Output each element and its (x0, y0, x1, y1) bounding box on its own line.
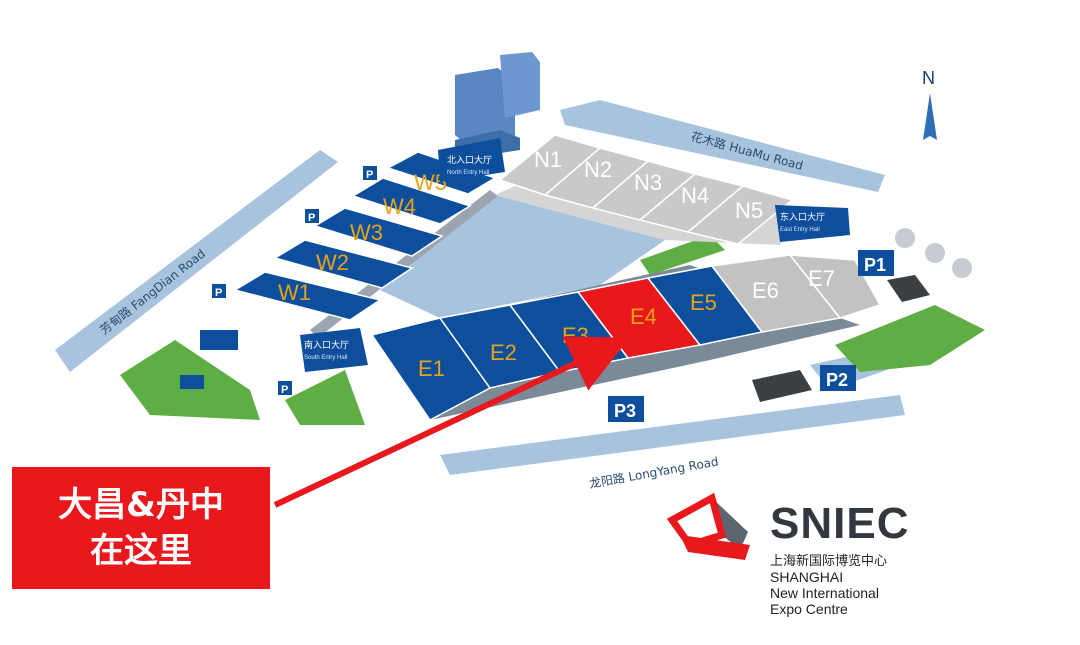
svg-text:P2: P2 (826, 370, 848, 390)
callout-line2: 在这里 (90, 531, 192, 571)
hall-label-w1: W1 (278, 280, 311, 305)
hall-label-w3: W3 (350, 220, 383, 245)
green-northeast (640, 235, 725, 275)
parking-p-west-1: P (305, 209, 319, 224)
hall-label-e2: E2 (490, 340, 517, 365)
sniec-logo-icon (666, 492, 750, 560)
svg-text:东入口大厅: 东入口大厅 (780, 211, 825, 223)
svg-text:P: P (281, 384, 288, 396)
fangdian-road-label: 芳甸路 FangDian Road (97, 246, 208, 338)
parking-p2: P2 (820, 365, 856, 391)
hall-w2 (273, 239, 414, 289)
logo-chinese: 上海新国际博览中心 (770, 554, 888, 569)
hall-label-n3: N3 (634, 170, 662, 195)
svg-text:南入口大厅: 南入口大厅 (304, 339, 349, 351)
parking-p1: P1 (858, 250, 894, 276)
svg-text:P1: P1 (864, 255, 886, 275)
north-entry: 北入口大厅 North Entry Hall (438, 138, 505, 182)
svg-text:北入口大厅: 北入口大厅 (447, 154, 492, 166)
callout-line1: 大昌&丹中 (58, 485, 224, 525)
sniec-logo: SNIEC 上海新国际博览中心 SHANGHAI New Internation… (770, 499, 910, 618)
logo-english-line2: New International (770, 585, 879, 601)
central-plaza (380, 195, 665, 318)
logo-name: SNIEC (770, 499, 910, 548)
hall-w4 (351, 177, 472, 225)
hall-n5 (686, 185, 794, 245)
hall-label-w2: W2 (316, 250, 349, 275)
hall-label-n4: N4 (681, 183, 709, 208)
svg-text:N: N (922, 68, 935, 88)
hall-label-n5: N5 (735, 198, 763, 223)
hall-label-n2: N2 (584, 157, 612, 182)
north-compass: N (922, 68, 937, 140)
hall-label-n1: N1 (534, 147, 562, 172)
logo-english-line1: SHANGHAI (770, 569, 844, 585)
hall-label-w4: W4 (383, 194, 416, 219)
fangdian-road (55, 150, 338, 372)
hall-label-e3: E3 (562, 323, 589, 348)
parking-p-west-3: P (212, 284, 226, 299)
svg-text:P: P (308, 212, 315, 224)
parking-p-south: P (278, 381, 292, 396)
green-east (835, 305, 985, 372)
longyang-road-label: 龙阳路 LongYang Road (588, 453, 720, 491)
small-buildings (180, 228, 972, 402)
svg-text:North Entry Hall: North Entry Hall (447, 170, 489, 176)
longyang-road (440, 395, 905, 475)
hall-label-e5: E5 (690, 290, 717, 315)
svg-text:P: P (366, 169, 373, 181)
parking-p3: P3 (608, 396, 644, 422)
location-arrow (273, 336, 630, 508)
hall-label-e6: E6 (752, 278, 779, 303)
hall-label-e7: E7 (808, 266, 835, 291)
south-entry: 南入口大厅 South Entry Hall (300, 328, 368, 372)
parking-p-west-2: P (363, 166, 377, 181)
hall-w3 (313, 207, 444, 257)
green-south (285, 370, 365, 425)
hall-w1 (233, 271, 382, 321)
svg-text:P: P (215, 287, 222, 299)
east-entry: 东入口大厅 East Entry Hall (775, 205, 850, 242)
huamu-road (560, 100, 885, 192)
location-callout: 大昌&丹中 在这里 (12, 467, 270, 589)
hall-e7 (788, 254, 882, 319)
logo-english-line3: Expo Centre (770, 601, 848, 617)
hall-label-e4: E4 (630, 304, 657, 329)
svg-text:South Entry Hall: South Entry Hall (304, 355, 347, 361)
svg-text:East Entry Hall: East Entry Hall (780, 227, 820, 233)
svg-text:P3: P3 (614, 401, 636, 421)
hall-label-e1: E1 (418, 356, 445, 381)
